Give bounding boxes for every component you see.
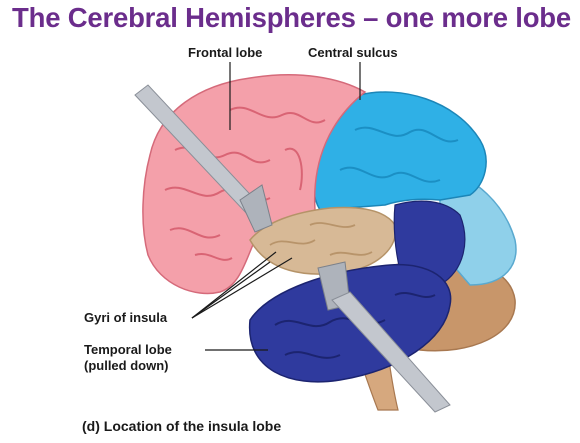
page-title: The Cerebral Hemispheres – one more lobe (12, 2, 571, 33)
posterior-lobe-region (393, 200, 466, 286)
label-central-sulcus: Central sulcus (308, 45, 398, 60)
retractor-lower (317, 261, 451, 413)
figure-caption: (d) Location of the insula lobe (82, 418, 282, 434)
label-gyri-bold: insula (129, 310, 168, 325)
label-temporal-lobe: Temporal lobe (84, 342, 172, 357)
retractor-upper (134, 84, 273, 233)
label-gyri-prefix: Gyri of (84, 310, 130, 325)
label-frontal-lobe: Frontal lobe (188, 45, 263, 60)
label-temporal-pulled-down: (pulled down) (84, 358, 169, 373)
label-gyri-of-insula: Gyri of insula (84, 310, 167, 326)
